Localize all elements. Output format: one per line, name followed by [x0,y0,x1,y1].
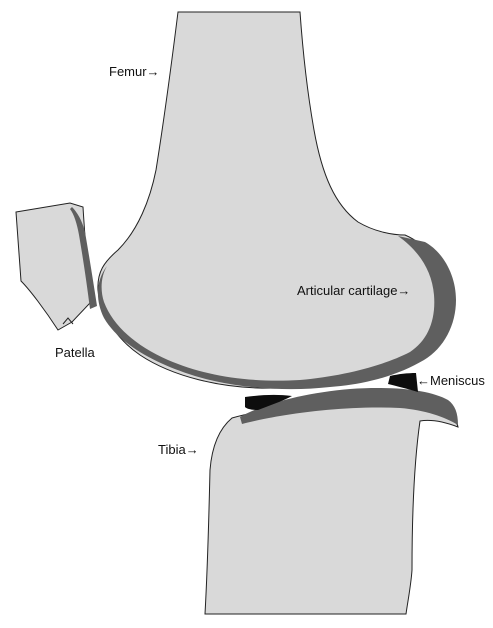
label-patella: Patella [55,345,96,360]
label-articular-cartilage: Articular cartilage→ [297,283,410,298]
label-meniscus: ←Meniscus [417,373,485,388]
label-tibia: Tibia→ [158,442,199,457]
label-femur: Femur→ [109,64,160,79]
